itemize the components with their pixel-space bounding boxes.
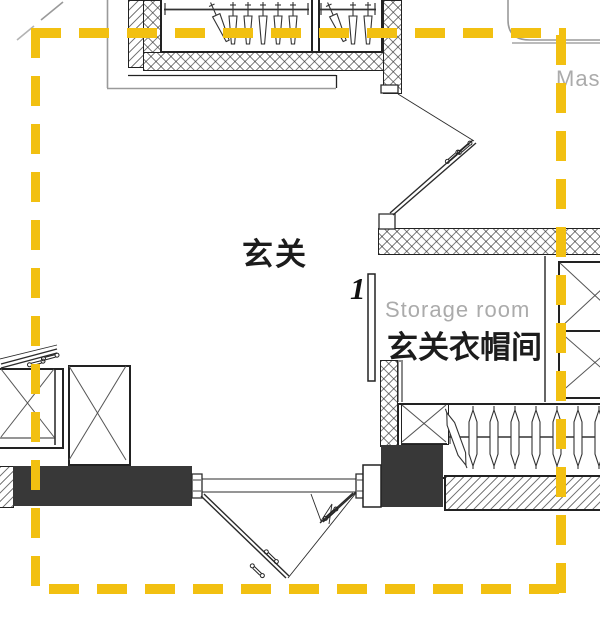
room-label-main: 玄关 bbox=[242, 237, 308, 272]
marker-number: 1 bbox=[350, 271, 366, 306]
closet-top-divider bbox=[311, 0, 320, 51]
door-top-right bbox=[379, 85, 476, 229]
marquee-right bbox=[556, 35, 566, 594]
hanger-icon bbox=[510, 405, 520, 470]
hinge-icon bbox=[262, 548, 280, 566]
wall-solid-bottom-left bbox=[13, 466, 192, 506]
marquee-left bbox=[31, 28, 40, 594]
elevation-marker-panel bbox=[368, 274, 375, 381]
hanger-icon bbox=[468, 405, 478, 470]
hanger-icon bbox=[531, 405, 541, 470]
bulkhead-lines bbox=[128, 75, 337, 88]
closet-br-contents bbox=[401, 405, 600, 470]
wall-hatch-bottom-left-stub bbox=[0, 466, 14, 508]
marquee-top bbox=[31, 28, 566, 38]
wall-strip-top-right bbox=[383, 0, 402, 94]
hanger-icon bbox=[489, 405, 499, 470]
hinge-icon bbox=[248, 562, 266, 580]
hanger-icon bbox=[573, 405, 583, 470]
wall-solid-bottom-right bbox=[381, 445, 443, 507]
wall-hatch-bottom-right bbox=[444, 475, 600, 511]
hanger-icon bbox=[594, 405, 600, 470]
hanger-icon bbox=[441, 406, 472, 470]
marquee-bottom bbox=[49, 584, 566, 594]
hinge-icon bbox=[443, 148, 462, 165]
wall-strip-mid-right bbox=[380, 360, 398, 447]
shaft-cross-lines bbox=[560, 263, 600, 393]
storage-door-side-panel bbox=[396, 361, 403, 402]
hinge-icon bbox=[40, 352, 61, 362]
cabinet-cross-lines bbox=[1, 366, 126, 460]
storage-room-label-en: Storage room bbox=[385, 297, 531, 322]
storage-room-label-cn: 玄关衣帽间 bbox=[387, 330, 542, 365]
door-jamb-block bbox=[363, 465, 381, 507]
cabinet-flap-door bbox=[0, 345, 61, 368]
door-bottom-entry bbox=[192, 474, 366, 580]
closet-top-hangers bbox=[164, 0, 376, 45]
